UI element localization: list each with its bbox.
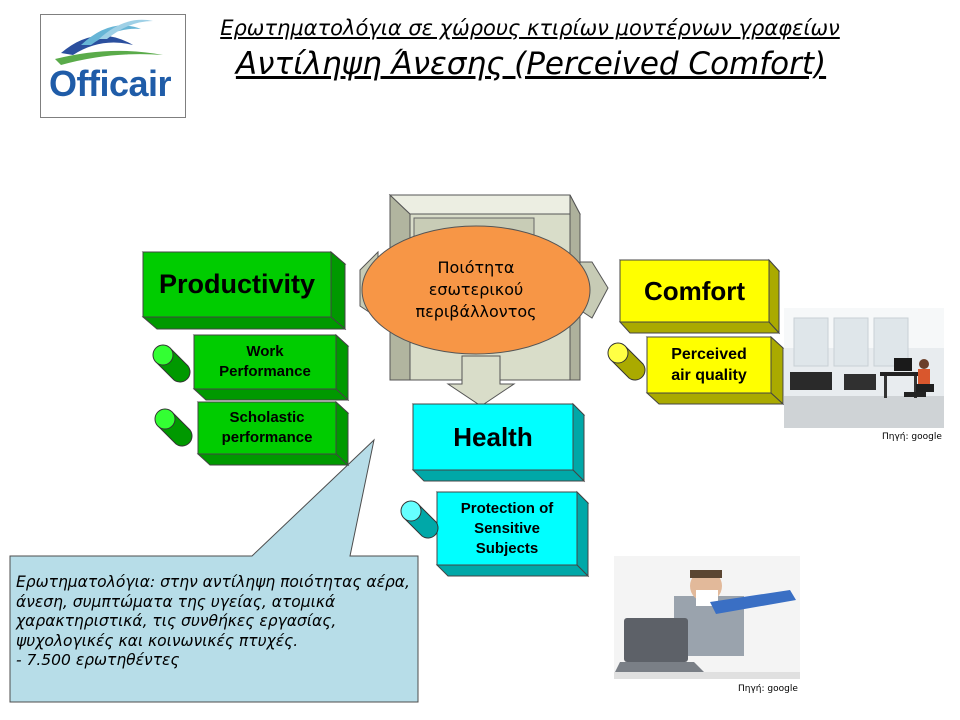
- comfort-label: Comfort: [643, 275, 746, 306]
- work-performance-box: [192, 333, 350, 402]
- logo-swoosh-icon: [55, 19, 163, 65]
- callout-text: Ερωτηματολόγια: στην αντίληψη ποιότητας …: [16, 573, 410, 669]
- callout-shape: [9, 438, 419, 703]
- scholastic-performance-box: [196, 400, 350, 467]
- page-subtitle: Ερωτηματολόγια σε χώρους κτιρίων μοντέρν…: [220, 16, 840, 40]
- protection-box: [435, 490, 590, 578]
- productivity-box: [141, 250, 347, 331]
- green-cylinder-1: [152, 344, 191, 383]
- page-title: Αντίληψη Άνεσης (Perceived Comfort): [235, 46, 827, 82]
- center-oval-label: Ποιότητα εσωτερικού περιβάλλοντος: [415, 258, 537, 321]
- sneezing-man-photo: [614, 556, 800, 679]
- center-oval: [361, 225, 591, 355]
- green-cylinder-2: [154, 408, 193, 447]
- protection-label: Protection of Sensitive Subjects: [460, 499, 554, 557]
- comfort-box: [618, 258, 781, 335]
- yellow-cylinder: [607, 342, 646, 381]
- office-photo-credit: Πηγή: google: [882, 432, 942, 442]
- sneezing-photo-credit: Πηγή: google: [738, 684, 798, 694]
- officair-logo: Officair: [40, 14, 186, 118]
- logo-text: Officair: [49, 63, 172, 104]
- office-photo: [784, 308, 944, 428]
- perceived-air-quality-box: [645, 335, 785, 406]
- cyan-cylinder: [400, 500, 439, 539]
- health-box: [411, 402, 586, 483]
- productivity-label: Productivity: [158, 269, 316, 299]
- health-label: Health: [453, 421, 533, 452]
